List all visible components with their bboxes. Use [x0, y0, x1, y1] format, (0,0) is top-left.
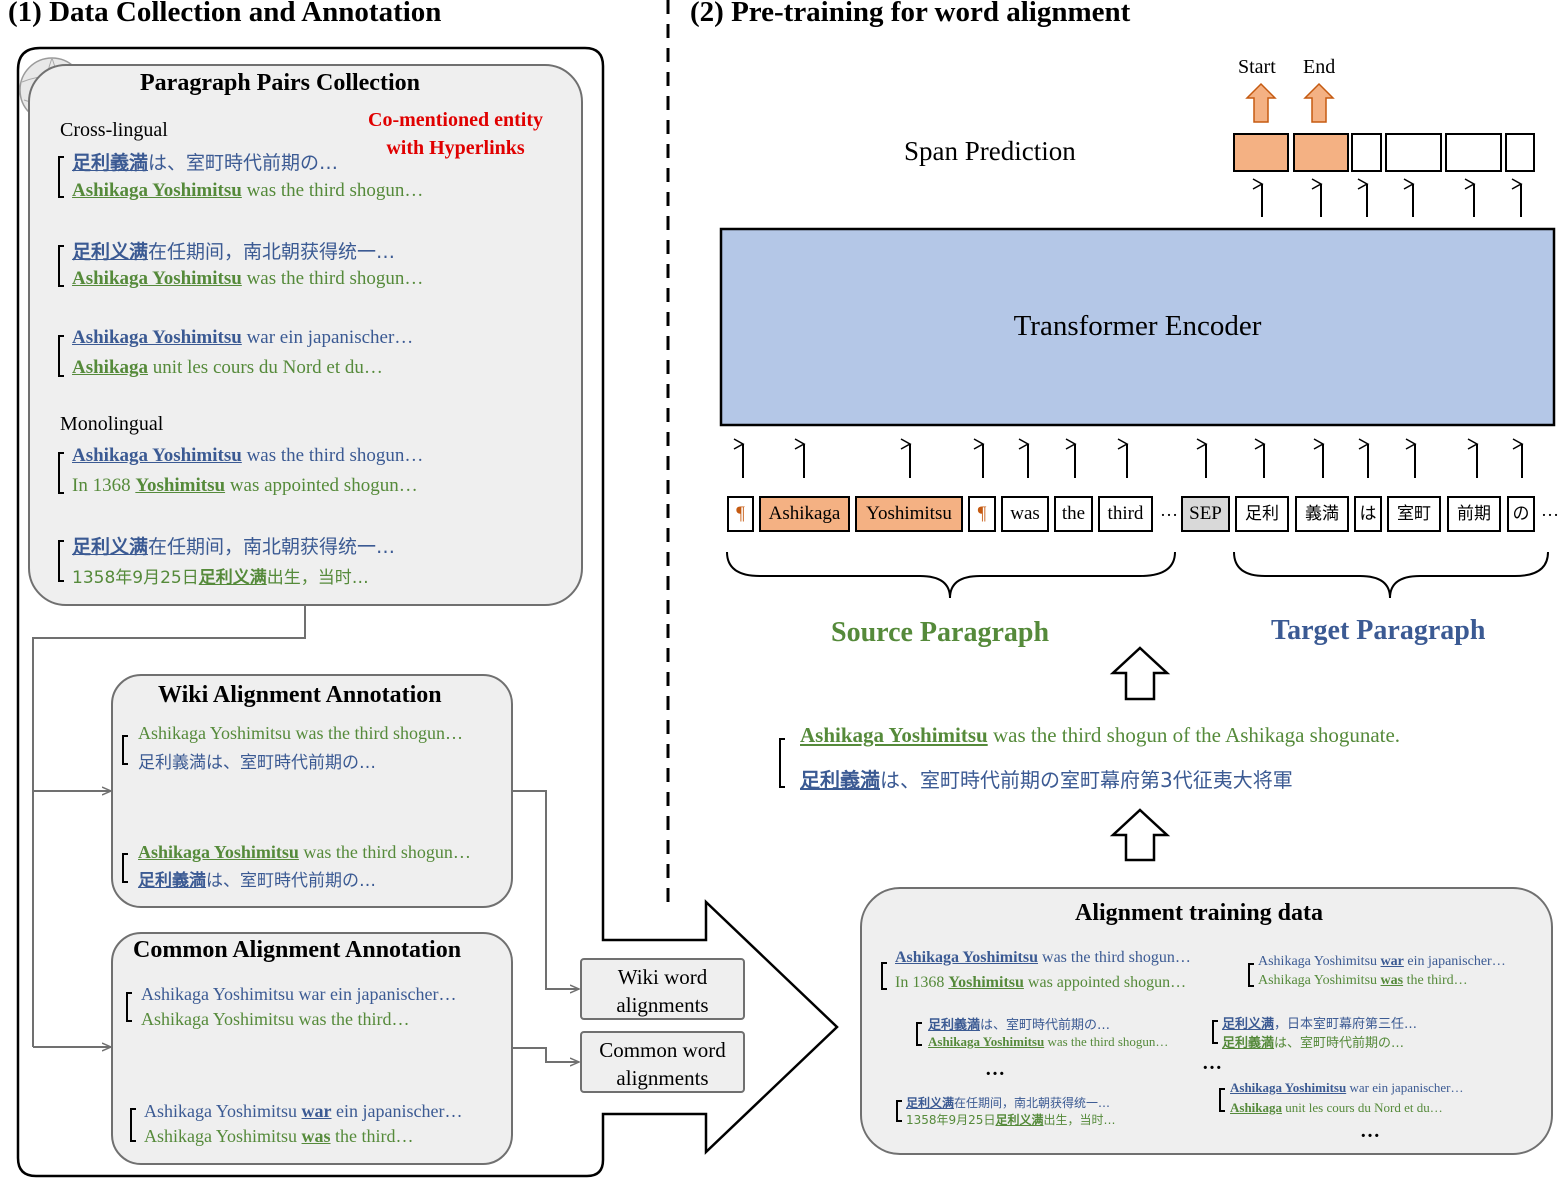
paragraph-pairs-collection-title: Paragraph Pairs Collection — [140, 70, 420, 96]
train-pair1-a: Ashikaga Yoshimitsu was the third shogun… — [895, 949, 1191, 966]
train-pair1-b: In 1368 Yoshimitsu was appointed shogun… — [895, 974, 1187, 991]
wiki-output-target: 足利義満は、室町時代前期の… — [138, 871, 376, 891]
pair4-target: Ashikaga Yoshimitsu was the third shogun… — [72, 445, 424, 466]
token-pilcrow: ¶ — [968, 496, 996, 532]
pair1-target: 足利義満は、室町時代前期の… — [72, 152, 339, 174]
wiki-alignment-annotation-title: Wiki Alignment Annotation — [158, 682, 442, 708]
train-pair4-a: 足利义满，日本室町幕府第三任… — [1222, 1017, 1418, 1032]
callout-line-2: with Hyperlinks — [386, 137, 525, 159]
common-output-source: Ashikaga Yoshimitsu was the third… — [144, 1126, 414, 1146]
token-the: the — [1054, 496, 1093, 532]
token-ellipsis: … — [1541, 500, 1559, 520]
paragraph-pairs-collection-box — [28, 64, 583, 606]
pair1-source: Ashikaga Yoshimitsu was the third shogun… — [72, 180, 424, 201]
train-pair4-b: 足利義満は、室町時代前期の… — [1222, 1036, 1405, 1051]
training-ellipsis: … — [1202, 1052, 1222, 1074]
common-input-target: Ashikaga Yoshimitsu war ein japanischer… — [141, 984, 457, 1004]
train-pair2-b: Ashikaga Yoshimitsu was the third… — [1258, 973, 1468, 988]
alignment-training-data-title: Alignment training data — [1075, 900, 1324, 926]
end-label: End — [1303, 56, 1336, 78]
wiki-output-source: Ashikaga Yoshimitsu was the third shogun… — [138, 842, 471, 862]
wiki-input-source: Ashikaga Yoshimitsu was the third shogun… — [138, 723, 464, 743]
train-pair3-a: 足利義満は、室町時代前期の… — [928, 1018, 1111, 1033]
common-output-target: Ashikaga Yoshimitsu war ein japanischer… — [144, 1101, 463, 1121]
monolingual-label: Monolingual — [60, 413, 164, 435]
training-ellipsis: … — [1360, 1120, 1380, 1142]
pair5-source: 1358年9月25日足利义满出生，当时… — [72, 568, 369, 588]
wiki-word-line-2: alignments — [616, 993, 709, 1017]
pair3-target: Ashikaga Yoshimitsu war ein japanischer… — [72, 327, 414, 348]
token-cjk: の — [1507, 496, 1535, 532]
up-hollow-arrow-icon — [1109, 808, 1171, 862]
token-ashikaga: Ashikaga — [759, 496, 850, 532]
pair5-target: 足利义满在任期间，南北朝获得统一… — [72, 536, 396, 558]
end-arrow-icon — [1303, 82, 1335, 123]
wiki-alignment-annotation-box — [111, 674, 513, 908]
up-hollow-arrow-icon — [1109, 646, 1171, 701]
token-cjk: 室町 — [1387, 496, 1441, 532]
start-arrow-icon — [1245, 82, 1277, 123]
token-sep: SEP — [1181, 496, 1230, 532]
training-ellipsis: … — [985, 1058, 1005, 1080]
target-paragraph-label: Target Paragraph — [1271, 615, 1486, 646]
common-word-line-1: Common word — [599, 1038, 726, 1062]
token-cjk: は — [1354, 496, 1382, 532]
aligned-pair-source: Ashikaga Yoshimitsu was the third shogun… — [800, 723, 1401, 747]
token-third: third — [1098, 496, 1153, 532]
right-section-title: (2) Pre-training for word alignment — [690, 0, 1131, 28]
token-pilcrow: ¶ — [727, 496, 754, 532]
wiki-input-target: 足利義満は、室町時代前期の… — [138, 753, 376, 773]
wiki-word-alignments-box: Wiki word alignments — [580, 958, 745, 1020]
source-brace — [726, 551, 1176, 599]
token-cjk: 前期 — [1447, 496, 1501, 532]
token-cjk: 義満 — [1295, 496, 1349, 532]
token-cjk: 足利 — [1235, 496, 1289, 532]
common-alignment-annotation-box — [111, 932, 513, 1165]
source-paragraph-label: Source Paragraph — [831, 617, 1050, 648]
target-brace — [1233, 551, 1549, 599]
alignment-training-data-box — [860, 887, 1553, 1155]
token-was: was — [1001, 496, 1049, 532]
common-word-line-2: alignments — [616, 1066, 709, 1090]
train-pair2-a: Ashikaga Yoshimitsu war ein japanischer… — [1258, 954, 1506, 969]
train-pair5-a: 足利义满在任期间，南北朝获得统一… — [906, 1096, 1111, 1110]
common-alignment-annotation-title: Common Alignment Annotation — [133, 937, 462, 963]
token-yoshimitsu: Yoshimitsu — [855, 496, 963, 532]
aligned-pair-target: 足利義満は、室町時代前期の室町幕府第3代征夷大将軍 — [800, 768, 1293, 792]
token-ellipsis: … — [1160, 500, 1178, 520]
start-label: Start — [1238, 56, 1276, 78]
train-pair6-a: Ashikaga Yoshimitsu war ein japanischer… — [1230, 1080, 1464, 1095]
left-section-title: (1) Data Collection and Annotation — [8, 0, 442, 28]
pair2-source: Ashikaga Yoshimitsu was the third shogun… — [72, 268, 424, 289]
cross-lingual-label: Cross-lingual — [60, 119, 168, 141]
span-prediction-label: Span Prediction — [904, 136, 1076, 166]
pair4-source: In 1368 Yoshimitsu was appointed shogun… — [72, 475, 418, 496]
common-input-source: Ashikaga Yoshimitsu was the third… — [141, 1009, 410, 1029]
transformer-encoder-label: Transformer Encoder — [1013, 310, 1262, 342]
callout-text: Co-mentioned entity with Hyperlinks — [368, 106, 543, 162]
wiki-word-line-1: Wiki word — [617, 965, 708, 989]
pair2-target: 足利义满在任期间，南北朝获得统一… — [72, 241, 396, 263]
pair3-source: Ashikaga unit les cours du Nord et du… — [72, 357, 383, 378]
train-pair3-b: Ashikaga Yoshimitsu was the third shogun… — [928, 1034, 1169, 1049]
callout-line-1: Co-mentioned entity — [368, 109, 543, 131]
train-pair5-b: 1358年9月25日足利义满出生，当时… — [906, 1113, 1116, 1127]
common-word-alignments-box: Common word alignments — [580, 1031, 745, 1093]
train-pair6-b: Ashikaga unit les cours du Nord et du… — [1230, 1100, 1443, 1115]
